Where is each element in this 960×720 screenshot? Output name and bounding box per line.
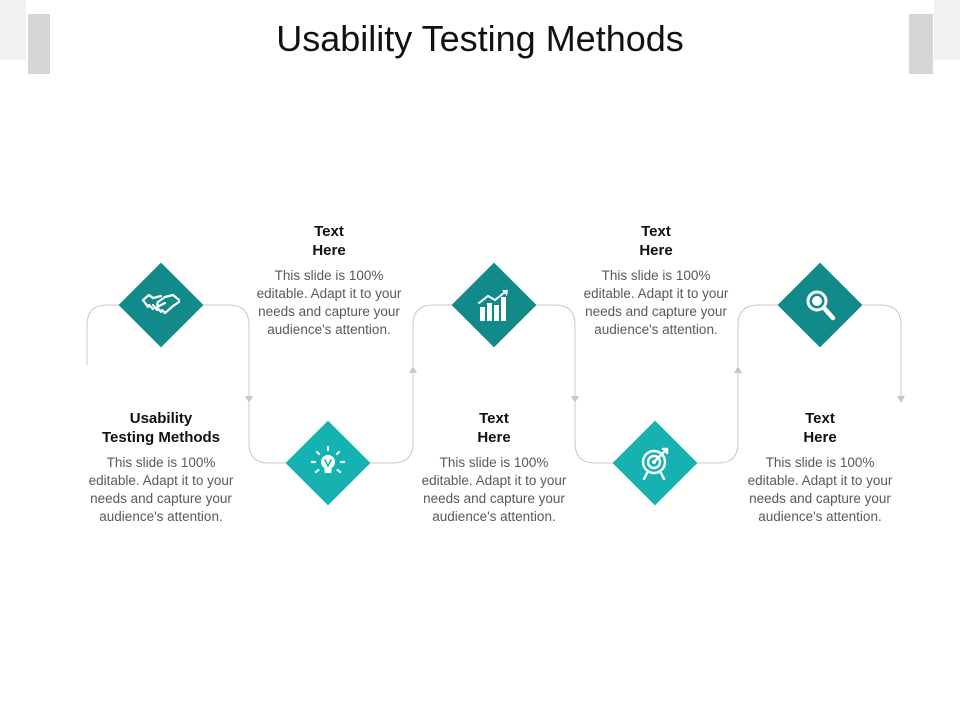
step-5-text: Text Here This slide is 100% editable. A… [745,409,895,526]
corner-decoration-right-dark [909,14,933,74]
step-4-body: This slide is 100% editable. Adapt it to… [583,268,729,337]
step-1-heading: Usability Testing Methods [101,410,221,446]
slide-title: Usability Testing Methods [276,18,684,59]
arrow-down-5 [897,396,905,403]
magnifier-icon [798,283,842,327]
step-2-heading: Text Here [312,223,346,259]
arrow-down-1 [245,396,253,403]
step-3-heading: Text Here [477,410,511,446]
step-5-body: This slide is 100% editable. Adapt it to… [747,455,893,524]
step-2-body: This slide is 100% editable. Adapt it to… [256,268,402,337]
handshake-icon [139,283,183,327]
step-1-body: This slide is 100% editable. Adapt it to… [88,455,234,524]
step-4-heading: Text Here [639,223,673,259]
corner-decoration-left-light [0,0,26,60]
lightbulb-icon [306,441,350,485]
step-5-heading: Text Here [803,410,837,446]
arrow-up-4 [734,366,742,373]
target-icon [633,441,677,485]
corner-decoration-left-dark [28,14,50,74]
step-2-text: Text Here This slide is 100% editable. A… [254,222,404,339]
step-1-text: Usability Testing Methods This slide is … [86,409,236,526]
arrow-up-2 [409,366,417,373]
bar-chart-growth-icon [472,283,516,327]
arrow-down-3 [571,396,579,403]
step-3-body: This slide is 100% editable. Adapt it to… [421,455,567,524]
step-4-text: Text Here This slide is 100% editable. A… [581,222,731,339]
corner-decoration-right-light [934,0,960,60]
step-3-text: Text Here This slide is 100% editable. A… [419,409,569,526]
